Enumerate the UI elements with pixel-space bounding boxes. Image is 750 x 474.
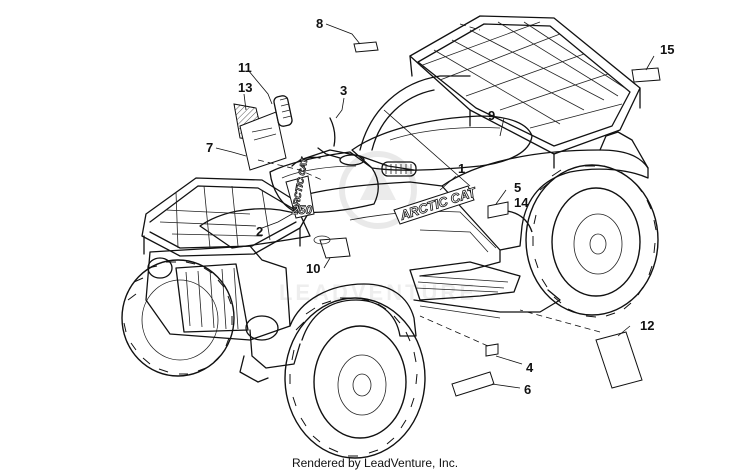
watermark-text: LEADVENTURE [279,280,477,305]
decal-5-14 [487,201,509,219]
watermark: LEADVENTURE [279,151,477,305]
handlebar-grip-left [273,95,293,127]
decal-6 [451,371,495,397]
decal-4 [485,343,499,357]
decal-3 [329,117,336,147]
callout-3: 3 [340,83,347,98]
callout-8: 8 [316,16,323,31]
tank-model-text: 250 [291,203,312,217]
callout-9: 9 [488,108,495,123]
callout-7: 7 [206,140,213,155]
decal-10 [313,235,351,259]
callout-2: 2 [256,224,263,239]
front-left-wheel [121,259,235,377]
callout-4: 4 [526,360,534,375]
leader-lines [215,23,655,389]
decal-15 [631,67,661,83]
callout-12: 12 [640,318,654,333]
decal-12 [595,331,643,389]
callout-labels: 1 2 3 4 5 6 7 8 9 10 11 12 13 14 15 [206,16,674,397]
callout-11: 11 [238,60,252,75]
rear-rack [409,15,641,169]
callout-6: 6 [524,382,531,397]
callout-13: 13 [238,80,252,95]
callout-15: 15 [660,42,674,57]
decal-11-13 [233,103,287,171]
front-rack [141,177,311,257]
decal-8 [353,41,379,53]
callout-14: 14 [514,195,529,210]
callout-1: 1 [458,161,465,176]
callout-10: 10 [306,261,320,276]
decal-tank: ARCTIC CAT 250 [285,155,315,219]
rear-right-wheel [525,164,659,318]
front-right-wheel [284,297,426,459]
callout-5: 5 [514,180,521,195]
footer-credit: Rendered by LeadVenture, Inc. [291,456,459,470]
